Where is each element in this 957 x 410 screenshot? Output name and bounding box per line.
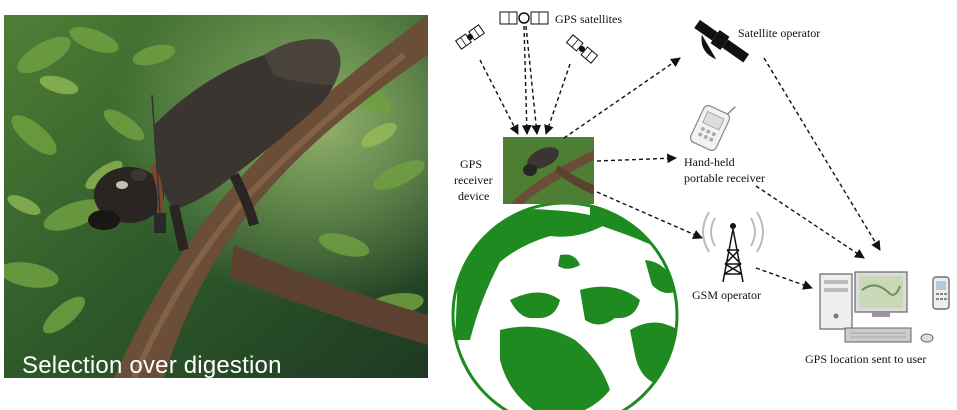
arrow-gsm-to-user — [755, 267, 813, 290]
arrow-satellite3-to-receiver — [544, 63, 571, 135]
animal-photo: Selection over digestion — [4, 15, 428, 378]
gps-receiver-label-line-2: receiver — [454, 173, 493, 187]
gps-receiver-label-line-3: device — [458, 189, 489, 203]
handheld-label-line-1: Hand-held — [684, 155, 735, 169]
gps-receiver-device-image — [503, 137, 594, 204]
arrow-receiver-to-handheld — [596, 153, 677, 164]
gps-satellites-label: GPS satellites — [555, 12, 622, 26]
gsm-operator-label: GSM operator — [692, 288, 761, 302]
arrow-handheld-to-user — [755, 185, 865, 259]
gps-receiver-label-line-1: GPS — [460, 157, 482, 171]
arrow-satellite1-to-receiver — [479, 59, 519, 135]
arrow-receiver-to-satellite-operator — [563, 57, 681, 139]
arrow-satellite-operator-to-user — [763, 57, 881, 251]
signal-arrows — [479, 25, 881, 290]
handheld-receiver-icon — [689, 105, 736, 151]
arrow-satellite2-to-receiver — [521, 25, 532, 135]
gps-tracking-diagram: GPS satellites Satellite operator GPS re… — [451, 11, 950, 410]
gps-location-sent-label: GPS location sent to user — [805, 352, 926, 366]
satellite-operator-label: Satellite operator — [738, 26, 820, 40]
mobile-phone-icon — [932, 276, 950, 310]
civet-on-branch-illustration — [4, 15, 428, 378]
handheld-label-line-2: portable receiver — [684, 171, 765, 185]
satellite-icon — [499, 11, 549, 25]
satellite-icon — [565, 34, 599, 64]
satellite-dish-icon — [694, 19, 750, 63]
arrow-satellite2b-to-receiver — [525, 25, 541, 135]
photo-caption: Selection over digestion — [22, 352, 282, 378]
earth-globe-icon — [451, 201, 679, 410]
satellite-icon — [454, 24, 486, 50]
arrow-receiver-to-gsm — [596, 191, 703, 239]
gsm-tower-icon — [702, 211, 764, 283]
computer-icon — [819, 271, 934, 343]
